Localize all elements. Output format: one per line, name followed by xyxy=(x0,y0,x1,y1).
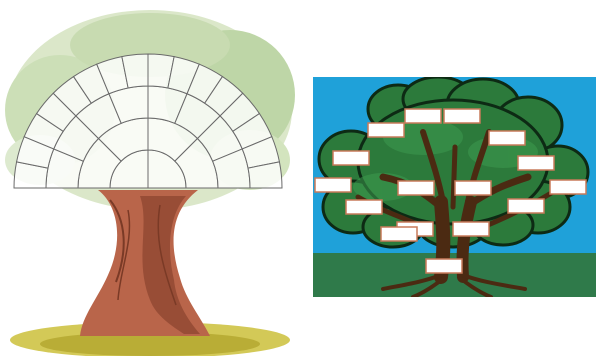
name-box-12 xyxy=(508,199,544,213)
name-box-7 xyxy=(315,178,351,192)
clipart-svg xyxy=(313,77,596,297)
name-box-10 xyxy=(455,181,491,195)
name-box-6 xyxy=(518,156,554,170)
name-box-9 xyxy=(398,181,434,195)
name-box-3 xyxy=(444,109,480,123)
tree-trunk xyxy=(80,190,210,336)
name-box-2 xyxy=(405,109,441,123)
name-box-16 xyxy=(381,227,417,241)
name-box-5 xyxy=(333,151,369,165)
name-box-8 xyxy=(550,180,586,194)
clipart-tree-illustration xyxy=(313,77,596,297)
name-box-11 xyxy=(346,200,382,214)
fan-chart-tree-illustration xyxy=(0,0,300,356)
name-box-14 xyxy=(453,222,489,236)
fan-chart-svg xyxy=(0,0,300,356)
name-box-1 xyxy=(368,123,404,137)
name-box-15 xyxy=(426,259,462,273)
name-box-4 xyxy=(489,131,525,145)
